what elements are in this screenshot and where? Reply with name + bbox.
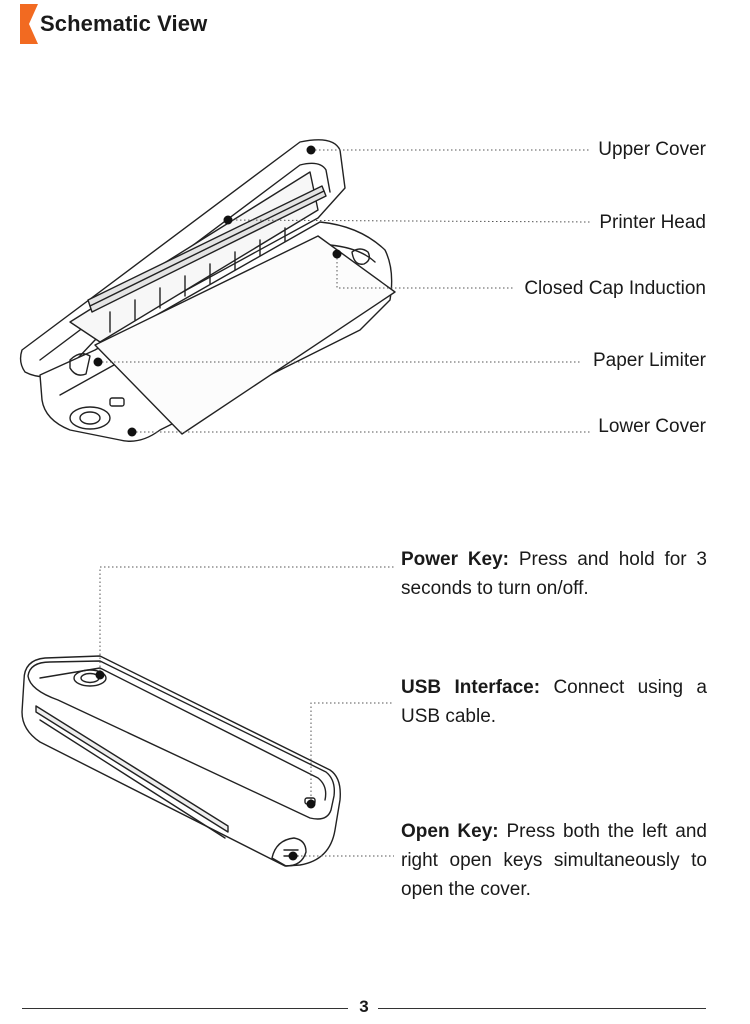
section-accent-icon [20,4,38,44]
usb-interface-term: USB Interface: [401,677,541,698]
usb-interface-text: Connect using a USB cable. [401,677,708,727]
open-key-term: Open Key: [401,821,499,842]
usb-interface-description: USB Interface: Connect using a USB cable… [401,673,707,731]
label-upper-cover: Upper Cover [598,139,706,160]
footer-rule-left [22,1008,348,1009]
label-closed-cap-induction: Closed Cap Induction [524,278,706,299]
page-number: 3 [359,997,369,1016]
section-header: Schematic View [20,4,207,44]
power-key-term: Power Key: [401,549,510,570]
page-title: Schematic View [40,11,208,36]
label-lower-cover: Lower Cover [598,416,706,437]
footer-rule-right [378,1008,706,1009]
open-key-text: Press both the left and right open keys … [401,821,707,900]
open-key-description: Open Key: Press both the left and right … [401,817,707,904]
power-key-description: Power Key: Press and hold for 3 seconds … [401,545,707,603]
label-printer-head: Printer Head [599,212,706,233]
label-paper-limiter: Paper Limiter [593,350,706,371]
power-key-text: Press and hold for 3 seconds to turn on/… [401,549,707,599]
